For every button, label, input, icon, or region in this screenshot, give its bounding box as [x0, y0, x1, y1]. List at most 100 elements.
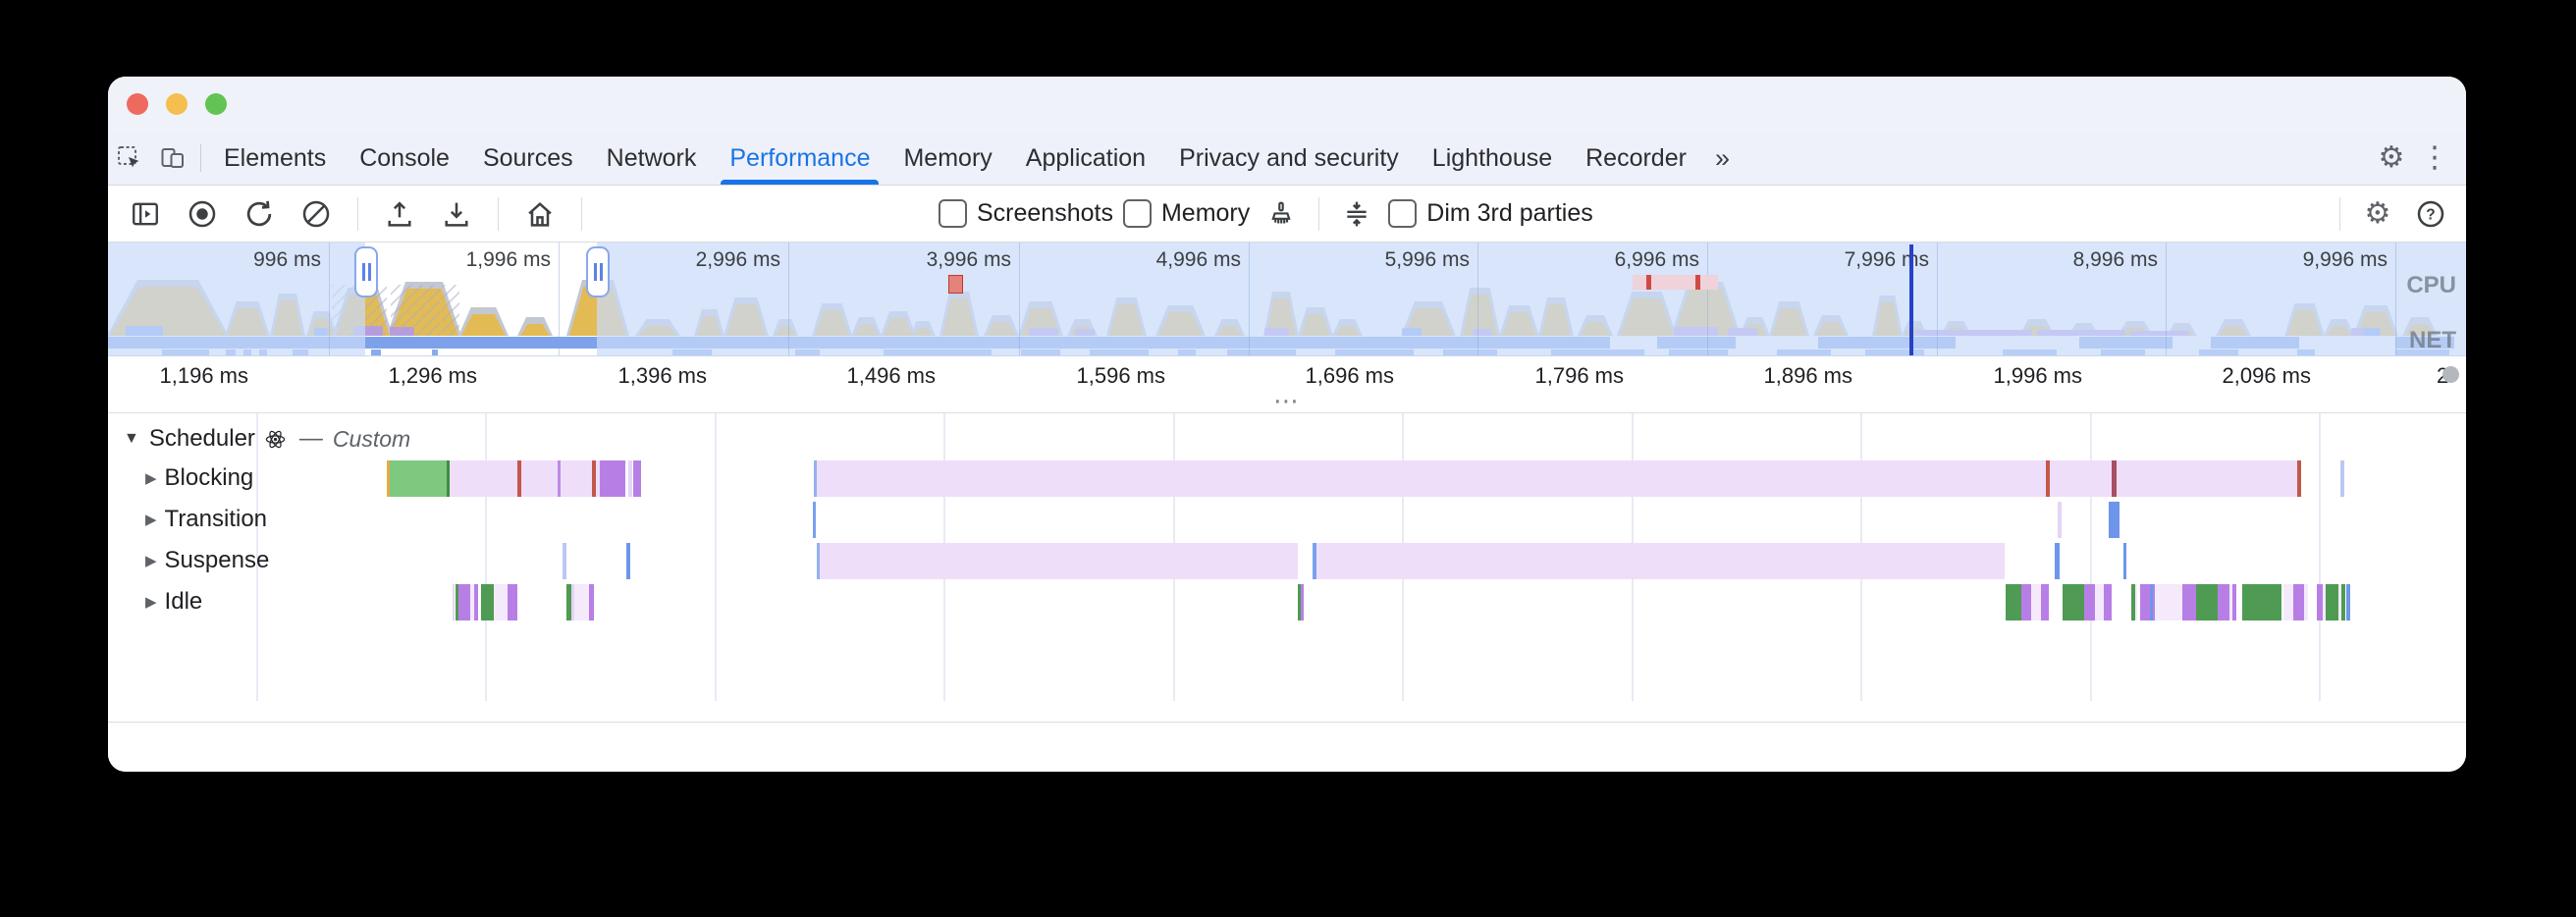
zoom-button[interactable] — [205, 93, 227, 115]
track-bar-segment[interactable] — [2293, 584, 2304, 620]
track-bar-segment[interactable] — [450, 460, 517, 497]
home-icon[interactable] — [518, 192, 562, 236]
tab-console[interactable]: Console — [359, 143, 450, 172]
tab-memory[interactable]: Memory — [903, 143, 993, 172]
track-bar-segment[interactable] — [387, 460, 390, 497]
track-bar-segment[interactable] — [814, 460, 817, 497]
inspect-element-icon[interactable] — [108, 136, 151, 180]
device-toolbar-icon[interactable] — [151, 136, 194, 180]
track-bar-segment[interactable] — [2063, 584, 2084, 620]
track-bar-segment[interactable] — [2117, 460, 2297, 497]
track-bar-segment[interactable] — [481, 584, 494, 620]
track-bar-segment[interactable] — [566, 584, 571, 620]
row-label-transition[interactable]: ▶Transition — [145, 506, 267, 533]
track-bar-segment[interactable] — [470, 584, 474, 620]
tab-lighthouse[interactable]: Lighthouse — [1431, 143, 1553, 172]
kebab-menu-icon[interactable]: ⋮ — [2420, 141, 2449, 174]
track-bar-segment[interactable] — [2196, 584, 2218, 620]
tab-elements[interactable]: Elements — [224, 143, 327, 172]
track-bar-segment[interactable] — [589, 584, 594, 620]
checkbox-box[interactable] — [1122, 199, 1152, 228]
track-bar-segment[interactable] — [2304, 584, 2308, 620]
track-bar-segment[interactable] — [2131, 584, 2135, 620]
row-label-idle[interactable]: ▶Idle — [145, 588, 202, 616]
more-tabs-button[interactable]: » — [1714, 142, 1730, 173]
track-bar-segment[interactable] — [2155, 584, 2182, 620]
tab-recorder[interactable]: Recorder — [1585, 143, 1687, 172]
close-button[interactable] — [127, 93, 148, 115]
memory-checkbox[interactable]: Memory — [1122, 199, 1250, 228]
row-label-suspense[interactable]: ▶Suspense — [145, 547, 269, 574]
track-bar-segment[interactable] — [820, 543, 1298, 579]
track-area[interactable]: ▼Scheduler—Custom▶Blocking▶Transition▶Su… — [108, 413, 2466, 701]
track-bar-segment[interactable] — [2326, 584, 2338, 620]
collapse-triangle-icon[interactable]: ▼ — [124, 430, 139, 447]
track-bar-segment[interactable] — [1298, 584, 1301, 620]
panel-splitter[interactable]: ⋯ — [108, 388, 2466, 413]
track-bar-segment[interactable] — [517, 460, 521, 497]
track-bar-segment[interactable] — [596, 460, 600, 497]
track-bar-segment[interactable] — [600, 460, 625, 497]
expand-triangle-icon[interactable]: ▶ — [145, 470, 157, 487]
track-bar-segment[interactable] — [2021, 584, 2031, 620]
track-bar-segment[interactable] — [563, 543, 566, 579]
track-bar-segment[interactable] — [2317, 584, 2323, 620]
track-bar-segment[interactable] — [453, 584, 455, 620]
checkbox-box[interactable] — [939, 199, 967, 228]
track-bar-segment[interactable] — [2229, 584, 2232, 620]
track-bar-segment[interactable] — [2346, 584, 2350, 620]
track-bar-segment[interactable] — [521, 460, 558, 497]
track-bar-segment[interactable] — [633, 460, 641, 497]
track-bar-segment[interactable] — [2341, 584, 2345, 620]
download-profile-icon[interactable] — [435, 192, 478, 236]
track-bar-segment[interactable] — [2340, 460, 2344, 497]
track-bar-segment[interactable] — [2084, 584, 2095, 620]
track-bar-segment[interactable] — [508, 584, 517, 620]
track-bar-segment[interactable] — [2095, 584, 2104, 620]
track-bar-segment[interactable] — [626, 543, 630, 579]
track-bar-segment[interactable] — [2218, 584, 2229, 620]
splitter-drag-dots[interactable]: ⋯ — [1273, 386, 1301, 415]
track-bar-segment[interactable] — [1301, 584, 1304, 620]
dim-3rd-parties-checkbox[interactable]: Dim 3rd parties — [1388, 199, 1593, 228]
track-bar-segment[interactable] — [813, 502, 816, 538]
reload-record-icon[interactable] — [238, 192, 281, 236]
track-bar-segment[interactable] — [561, 460, 592, 497]
track-bar-segment[interactable] — [2031, 584, 2041, 620]
settings-gear-icon[interactable]: ⚙ — [2378, 141, 2405, 174]
track-bar-segment[interactable] — [817, 460, 2046, 497]
track-bar-segment[interactable] — [2323, 584, 2327, 620]
track-bar-segment[interactable] — [2041, 584, 2049, 620]
track-bar-segment[interactable] — [458, 584, 470, 620]
track-bar-segment[interactable] — [2242, 584, 2281, 620]
track-bar-segment[interactable] — [2104, 584, 2112, 620]
track-bar-segment[interactable] — [2112, 460, 2117, 497]
overview-playhead[interactable] — [1909, 244, 1913, 355]
track-bar-segment[interactable] — [2283, 584, 2293, 620]
garbage-collect-brush-icon[interactable] — [1260, 192, 1303, 236]
checkbox-box[interactable] — [1388, 199, 1418, 228]
tab-performance[interactable]: Performance — [713, 132, 886, 185]
tab-application[interactable]: Application — [1025, 143, 1147, 172]
track-bar-segment[interactable] — [2123, 543, 2126, 579]
track-bar-segment[interactable] — [474, 584, 478, 620]
track-bar-segment[interactable] — [2297, 460, 2301, 497]
track-bar-segment[interactable] — [1313, 543, 1316, 579]
track-bar-segment[interactable] — [2153, 584, 2155, 620]
track-bar-segment[interactable] — [2232, 584, 2236, 620]
track-bar-segment[interactable] — [2135, 584, 2137, 620]
track-bar-segment[interactable] — [1316, 543, 2005, 579]
track-bar-segment[interactable] — [558, 460, 561, 497]
track-bar-segment[interactable] — [817, 543, 820, 579]
row-label-blocking[interactable]: ▶Blocking — [145, 464, 253, 492]
expand-triangle-icon[interactable]: ▶ — [145, 512, 157, 528]
toggle-sidebar-icon[interactable] — [124, 192, 167, 236]
tab-sources[interactable]: Sources — [482, 143, 573, 172]
selection-handle-left[interactable] — [354, 246, 378, 297]
track-bar-segment[interactable] — [571, 584, 574, 620]
record-icon[interactable] — [181, 192, 224, 236]
upload-profile-icon[interactable] — [378, 192, 421, 236]
track-bar-segment[interactable] — [2182, 584, 2196, 620]
track-bar-segment[interactable] — [2006, 584, 2021, 620]
